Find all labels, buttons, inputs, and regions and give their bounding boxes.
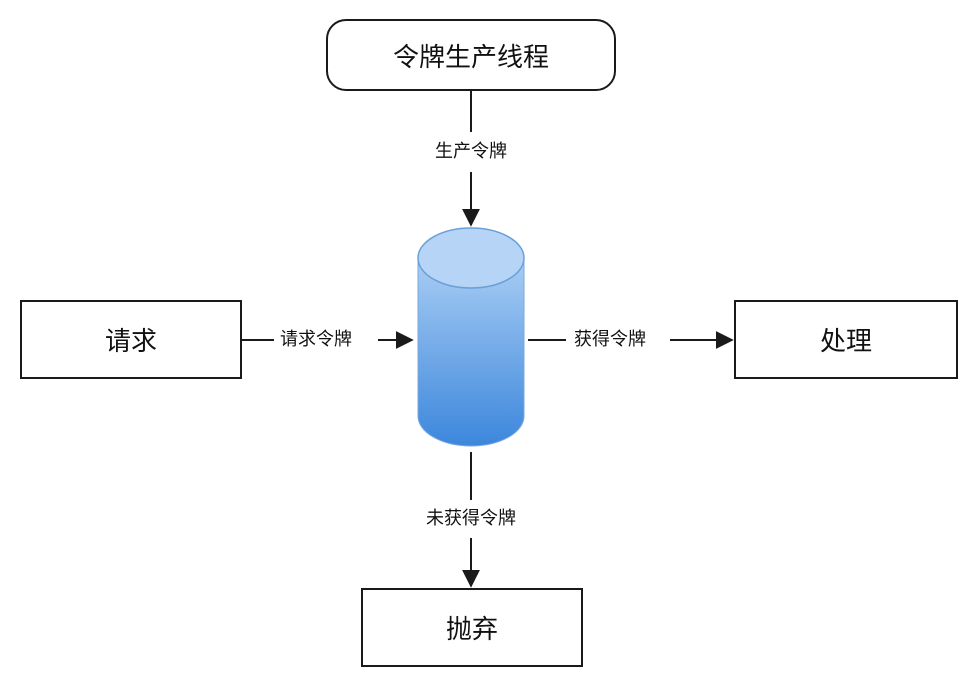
process-label: 处理 [819,327,872,357]
edge-label-acquire: 获得令牌 [570,329,650,351]
edge-label-request: 请求令牌 [276,329,356,351]
request-node: 请求 [20,300,242,379]
token-bucket-cylinder [417,227,525,447]
edge-label-not-acquire: 未获得令牌 [422,508,520,530]
discard-label: 抛弃 [445,615,498,645]
request-label: 请求 [104,327,157,357]
edge-label-produce: 生产令牌 [431,141,511,163]
token-producer-label: 令牌生产线程 [392,42,549,73]
process-node: 处理 [734,300,958,379]
token-producer-node: 令牌生产线程 [326,19,616,91]
discard-node: 抛弃 [361,588,583,667]
